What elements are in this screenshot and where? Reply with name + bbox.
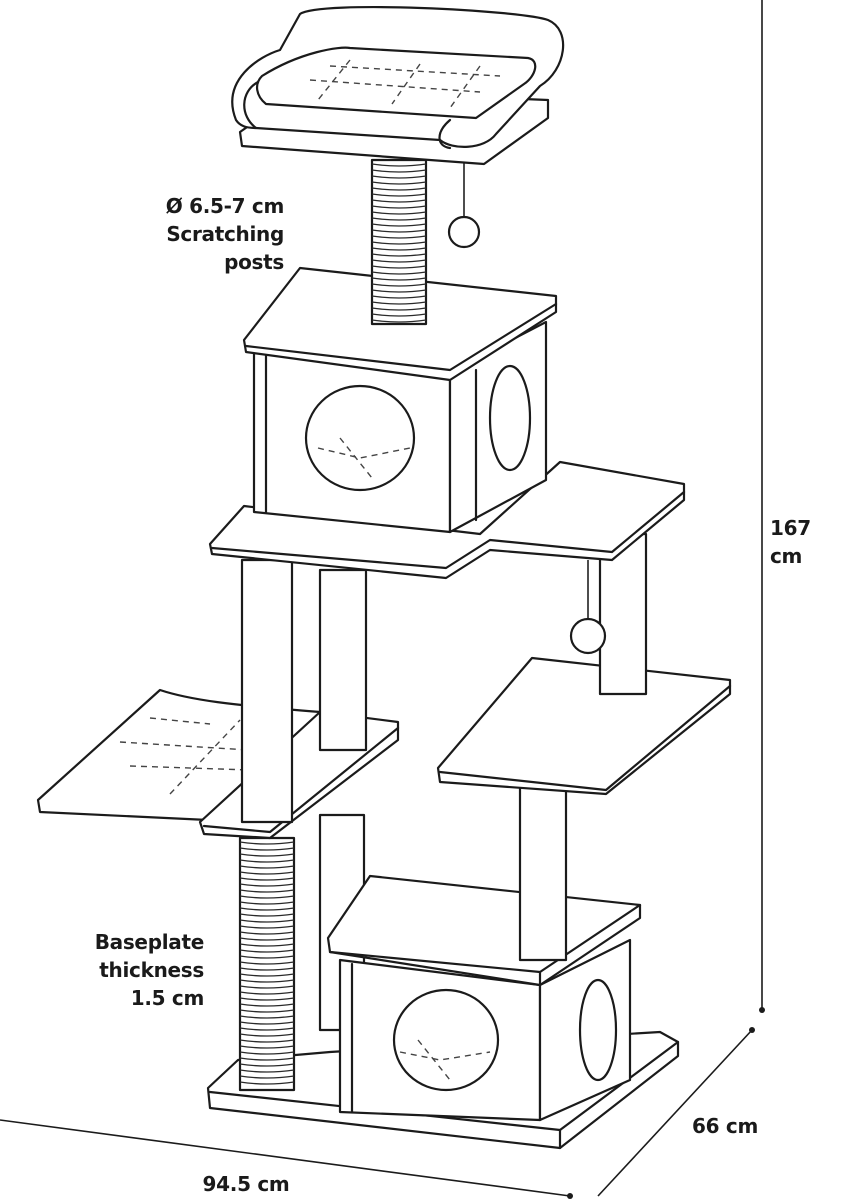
- sisal-wrap: [371, 211, 427, 215]
- sisal-wrap: [371, 247, 427, 251]
- post-diameter-line-1: Ø 6.5-7 cm: [165, 194, 285, 218]
- sisal-wrap: [239, 865, 295, 869]
- sisal-wrap: [371, 253, 427, 257]
- sisal-wrap: [239, 1021, 295, 1025]
- sisal-wrap: [239, 991, 295, 995]
- sisal-wrap: [239, 1063, 295, 1067]
- sisal-wrap: [239, 883, 295, 887]
- depth-label: 66 cm: [692, 1114, 758, 1138]
- tall-post-middle: [318, 568, 368, 752]
- sisal-wrap: [239, 871, 295, 875]
- sisal-wrap: [239, 847, 295, 851]
- baseplate-line-1: Baseplate: [94, 930, 205, 954]
- height-dimension-line: [759, 0, 765, 1013]
- sisal-wrap: [239, 1051, 295, 1055]
- mid-right-platform: [436, 656, 732, 796]
- baseplate-thickness-label: Baseplate thickness 1.5 cm: [94, 928, 205, 1012]
- sisal-wrap: [239, 931, 295, 935]
- sisal-wrap: [371, 313, 427, 317]
- sisal-wrap: [371, 217, 427, 221]
- sisal-wrap: [239, 949, 295, 953]
- sisal-wrap: [371, 295, 427, 299]
- sisal-wrap: [239, 961, 295, 965]
- sisal-wrap: [239, 1081, 295, 1085]
- sisal-wrap: [371, 169, 427, 173]
- sisal-wrap: [371, 301, 427, 305]
- sisal-wrap: [239, 859, 295, 863]
- sisal-wrap: [239, 1027, 295, 1031]
- sisal-wrap: [239, 895, 295, 899]
- baseplate-line-2: thickness: [99, 958, 204, 982]
- sisal-wrap: [239, 919, 295, 923]
- mid-right-post-lower: [518, 782, 568, 962]
- depth-dimension-line: [597, 1027, 755, 1197]
- lower-cube-house: [326, 874, 642, 1122]
- baseplate-line-3: 1.5 cm: [130, 986, 205, 1010]
- sisal-wrap: [371, 163, 427, 167]
- sisal-wrap: [239, 1033, 295, 1037]
- sisal-wrap: [239, 901, 295, 905]
- sisal-wrap: [371, 187, 427, 191]
- top-bed: [231, 6, 565, 166]
- sisal-wrap: [371, 193, 427, 197]
- sisal-wrap: [239, 1075, 295, 1079]
- sisal-wrap: [371, 205, 427, 209]
- sisal-wrap: [239, 997, 295, 1001]
- post-diameter-line-2: Scratching: [166, 222, 284, 246]
- sisal-wrap: [371, 277, 427, 281]
- sisal-wrap: [239, 889, 295, 893]
- sisal-wrap: [239, 1069, 295, 1073]
- height-label: 167 cm: [770, 516, 811, 568]
- sisal-wrap: [239, 913, 295, 917]
- sisal-wrap: [371, 271, 427, 275]
- sisal-wrap: [371, 223, 427, 227]
- sisal-wrap: [239, 979, 295, 983]
- hanging-toy-ball-top: [447, 160, 481, 249]
- sisal-wrap: [239, 853, 295, 857]
- sisal-wrap: [239, 1039, 295, 1043]
- sisal-wrap: [371, 181, 427, 185]
- sisal-wrap: [239, 1003, 295, 1007]
- sisal-wrap: [239, 877, 295, 881]
- sisal-wrap: [239, 955, 295, 959]
- sisal-wrap: [239, 1009, 295, 1013]
- tall-post-left: [240, 558, 294, 824]
- sisal-wrap: [239, 937, 295, 941]
- sisal-wrap: [371, 289, 427, 293]
- width-label: 94.5 cm: [202, 1172, 290, 1196]
- sisal-wrap: [371, 235, 427, 239]
- sisal-wrap: [239, 925, 295, 929]
- sisal-wrap: [371, 307, 427, 311]
- sisal-wrap: [239, 973, 295, 977]
- sisal-wrap: [239, 1045, 295, 1049]
- sisal-wrap: [371, 259, 427, 263]
- sisal-wrap: [239, 907, 295, 911]
- sisal-wrap: [239, 1057, 295, 1061]
- sisal-wrap: [371, 175, 427, 179]
- sisal-wrap: [239, 967, 295, 971]
- sisal-wrap: [239, 985, 295, 989]
- post-diameter-label: Ø 6.5-7 cm Scratching posts: [165, 192, 285, 276]
- width-dimension-line: [0, 1119, 573, 1199]
- sisal-wrap: [371, 229, 427, 233]
- sisal-wrap: [371, 199, 427, 203]
- sisal-wrap: [371, 241, 427, 245]
- lower-scratching-post: [238, 836, 296, 1092]
- sisal-wrap: [371, 319, 427, 323]
- sisal-wrap: [371, 265, 427, 269]
- sisal-wrap: [371, 283, 427, 287]
- sisal-wrap: [239, 943, 295, 947]
- sisal-wrap: [239, 841, 295, 845]
- hanging-toy-ball-middle: [569, 560, 607, 655]
- post-diameter-line-3: posts: [224, 250, 284, 274]
- upper-scratching-post: [370, 158, 428, 326]
- sisal-wrap: [239, 1015, 295, 1019]
